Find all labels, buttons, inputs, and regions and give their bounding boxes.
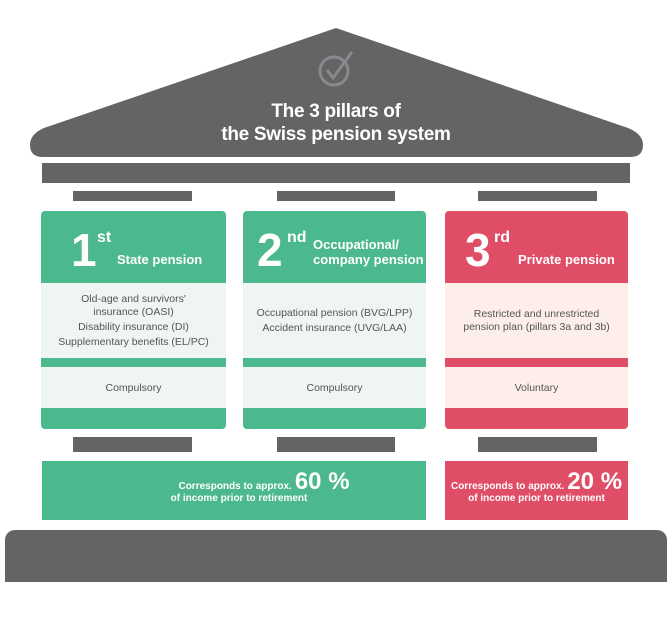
pillar-base	[73, 437, 192, 452]
pillar-1-state-pension: 1 st State pension Old-age and survivors…	[41, 211, 226, 429]
pillar-base	[478, 437, 597, 452]
pillar-base	[277, 437, 395, 452]
pillar-items: Occupational pension (BVG/LPP) Accident …	[243, 283, 426, 358]
pillar-status: Compulsory	[243, 367, 426, 408]
pillar-header: 2 nd Occupational/ company pension	[243, 211, 426, 283]
pillar-number: 1	[71, 224, 97, 276]
pillar-ordinal: st	[97, 229, 112, 246]
pillar-capital	[478, 191, 597, 201]
pillar-label: State pension	[117, 252, 203, 267]
pillar-status: Voluntary	[445, 367, 628, 408]
pillar-status: Compulsory	[41, 367, 226, 408]
pillar-capital	[277, 191, 395, 201]
pillar-3-private-pension: 3 rd Private pension Restricted and unre…	[445, 211, 628, 429]
entablature-beam	[42, 163, 630, 183]
pillar-2-occupational-pension: 2 nd Occupational/ company pension Occup…	[243, 211, 426, 429]
pillar-header: 1 st State pension	[41, 211, 226, 283]
income-share-3rd: Corresponds to approx.20 % of income pri…	[445, 461, 628, 520]
pillar-capital	[73, 191, 192, 201]
pillar-number: 2	[257, 224, 283, 276]
pillar-items: Old-age and survivors'insurance (OASI) D…	[41, 283, 226, 358]
pillar-header: 3 rd Private pension	[445, 211, 628, 283]
pillar-label: Private pension	[518, 252, 615, 267]
page-title: The 3 pillars of the Swiss pension syste…	[221, 101, 451, 145]
foundation-base	[5, 530, 667, 582]
pillar-label: Occupational/ company pension	[313, 237, 424, 267]
pillar-number: 3	[465, 224, 491, 276]
income-share-1st-2nd: Corresponds to approx.60 % of income pri…	[42, 461, 426, 520]
pillar-ordinal: rd	[494, 229, 510, 246]
checkmark-logo-icon	[318, 51, 354, 87]
pillar-ordinal: nd	[287, 229, 307, 246]
